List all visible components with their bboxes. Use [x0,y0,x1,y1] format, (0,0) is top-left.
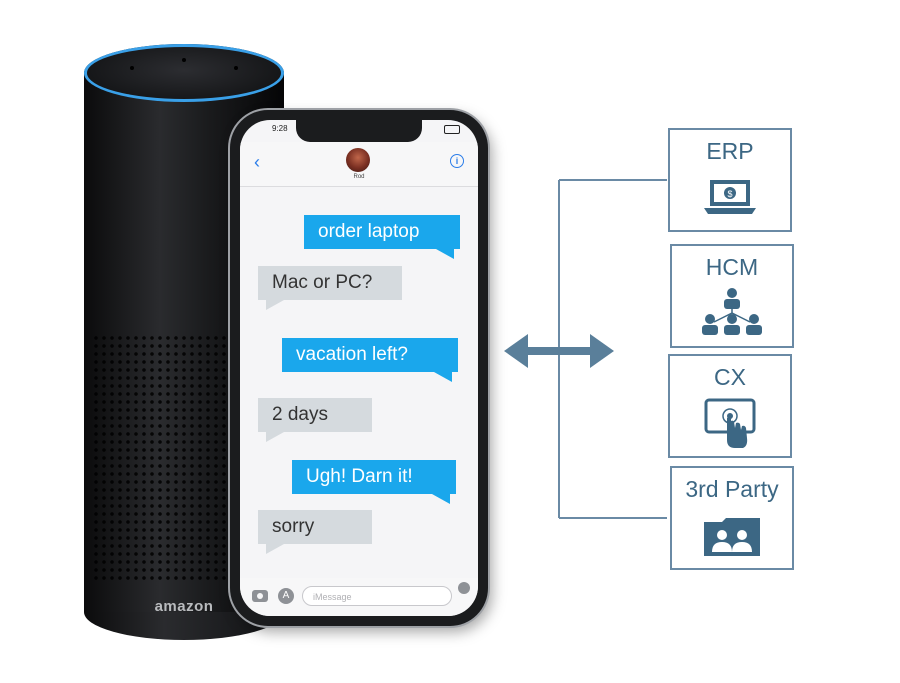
svg-text:$: $ [727,189,732,199]
system-label: 3rd Party [672,476,792,503]
system-box-erp: ERP $ [668,128,792,232]
system-box-cx: CX [668,354,792,458]
system-box-third-party: 3rd Party [670,466,794,570]
system-box-hcm: HCM [670,244,794,348]
system-label: HCM [672,254,792,281]
touch-tablet-icon [700,396,760,454]
contact-folder-icon [702,516,762,558]
org-chart-icon [700,286,764,338]
system-label: CX [670,364,790,391]
laptop-dollar-icon: $ [700,176,760,216]
system-label: ERP [670,138,790,165]
